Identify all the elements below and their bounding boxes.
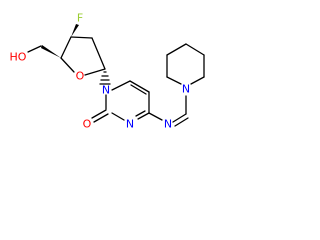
bond-c2-o-double (93, 113, 109, 123)
atom-n3: N (126, 118, 134, 131)
bond-n1-c6 (111, 80, 131, 91)
bond-nexo-ch-double (174, 117, 189, 127)
bond-nexo-ch (172, 113, 187, 123)
bond-c4-nexo (148, 112, 163, 121)
bond-c3p-c4p (185, 43, 205, 56)
bond-c4-n3-double (135, 110, 146, 117)
bond-c2-o (91, 109, 107, 119)
molecule-structure-diagram: F HO O N O N N N (0, 0, 225, 148)
atom-labels: F HO O N O N N N (10, 12, 191, 131)
bond-c6-c5 (129, 80, 150, 93)
bond-c6p-npip (166, 76, 182, 85)
atom-imine-nitrogen: N (164, 118, 172, 131)
atom-hydroxyl: HO (10, 51, 27, 64)
atom-ring-oxygen: O (76, 70, 85, 83)
bond-npip-c2p (190, 76, 205, 85)
bond-ch2-oh (27, 45, 42, 53)
bond-c3-f-wedge (71, 24, 79, 37)
bond-c2-c3 (70, 36, 93, 39)
bond-o-c1 (84, 68, 106, 76)
bond-c1-c2 (91, 37, 106, 70)
structure-svg: F HO O N O N N N (10, 12, 205, 131)
bond-c4-ch2-wedge (41, 45, 61, 58)
bond-c1-n1-hash (99, 71, 111, 85)
atom-n1: N (102, 84, 110, 97)
bonds (27, 24, 205, 127)
bond-c4-o (60, 57, 75, 73)
bond-c3-c4 (60, 36, 72, 59)
atom-fluorine: F (77, 12, 83, 25)
atom-piperidine-nitrogen: N (182, 83, 190, 96)
bond-c4p-c5p (166, 43, 187, 56)
atom-carbonyl-oxygen: O (83, 118, 92, 131)
bond-n3-c2 (111, 112, 125, 121)
bond-c4-n3 (137, 112, 150, 120)
bond-c6-c5-double (130, 84, 147, 95)
